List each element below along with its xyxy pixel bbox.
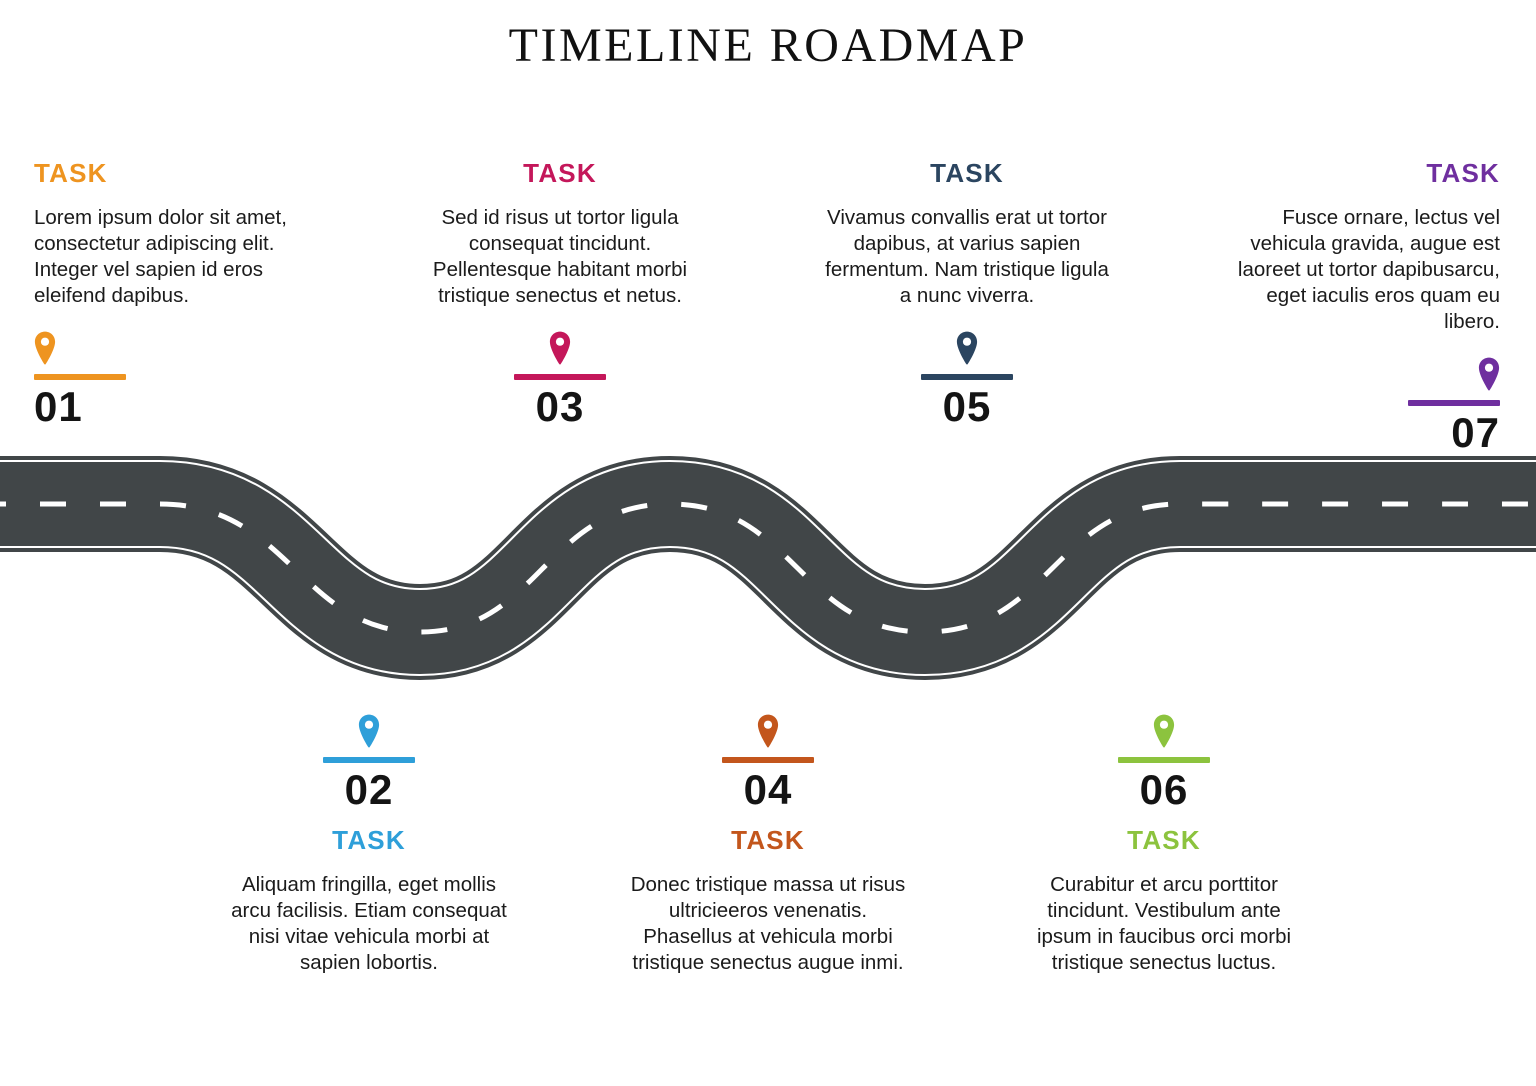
- step-03-marker-group: 03: [514, 331, 606, 430]
- map-pin-icon: [34, 331, 56, 365]
- step-07-label: TASK: [1426, 158, 1500, 188]
- step-05: TASK Vivamus convallis erat ut tortor da…: [822, 158, 1112, 430]
- step-02: 02 TASK Aliquam fringilla, eget mollis a…: [224, 714, 514, 976]
- map-pin-icon: [1478, 357, 1500, 391]
- step-03-label: TASK: [523, 158, 597, 188]
- step-05-number: 05: [942, 383, 992, 430]
- step-04-rule: [722, 757, 814, 763]
- step-03-body: Sed id risus ut tortor ligula consequat …: [432, 206, 688, 307]
- step-05-marker-group: 05: [921, 331, 1013, 430]
- step-01-rule: [34, 374, 126, 380]
- step-04-number: 04: [743, 766, 793, 813]
- step-07-rule: [1408, 400, 1500, 406]
- step-05-rule: [921, 374, 1013, 380]
- map-pin-icon: [358, 714, 380, 748]
- step-01-label: TASK: [34, 158, 108, 188]
- road-svg: [0, 455, 1536, 681]
- step-03-number: 03: [535, 383, 585, 430]
- step-06: 06 TASK Curabitur et arcu porttitor tinc…: [1019, 714, 1309, 976]
- step-01-marker-group: 01: [34, 331, 126, 430]
- road-asphalt: [0, 461, 1536, 675]
- map-pin-icon: [1153, 714, 1175, 748]
- step-02-number: 02: [344, 766, 394, 813]
- step-01: TASK Lorem ipsum dolor sit amet, consect…: [34, 158, 324, 430]
- winding-road-graphic: [0, 452, 1536, 684]
- step-03-rule: [514, 374, 606, 380]
- step-06-label: TASK: [1127, 825, 1201, 855]
- step-06-rule: [1118, 757, 1210, 763]
- step-07: TASK Fusce ornare, lectus vel vehicula g…: [1210, 158, 1500, 456]
- step-03: TASK Sed id risus ut tortor ligula conse…: [415, 158, 705, 430]
- step-06-number: 06: [1139, 766, 1189, 813]
- step-01-body: Lorem ipsum dolor sit amet, consectetur …: [34, 206, 287, 307]
- step-07-number: 07: [1451, 409, 1500, 456]
- step-07-body: Fusce ornare, lectus vel vehicula gravid…: [1237, 206, 1500, 333]
- map-pin-icon: [549, 331, 571, 365]
- step-06-body: Curabitur et arcu porttitor tincidunt. V…: [1036, 873, 1292, 974]
- step-07-marker-group: 07: [1408, 357, 1500, 456]
- step-02-rule: [323, 757, 415, 763]
- step-05-label: TASK: [930, 158, 1004, 188]
- step-01-number: 01: [34, 383, 83, 430]
- page-title: TIMELINE ROADMAP: [508, 19, 1028, 72]
- map-pin-icon: [956, 331, 978, 365]
- step-04: 04 TASK Donec tristique massa ut risus u…: [623, 714, 913, 976]
- step-04-body: Donec tristique massa ut risus ultriciee…: [630, 873, 906, 974]
- step-02-body: Aliquam fringilla, eget mollis arcu faci…: [231, 873, 507, 974]
- step-02-label: TASK: [332, 825, 406, 855]
- map-pin-icon: [757, 714, 779, 748]
- road-center-dashes: [0, 501, 1536, 635]
- step-04-label: TASK: [731, 825, 805, 855]
- step-05-body: Vivamus convallis erat ut tortor dapibus…: [825, 206, 1109, 307]
